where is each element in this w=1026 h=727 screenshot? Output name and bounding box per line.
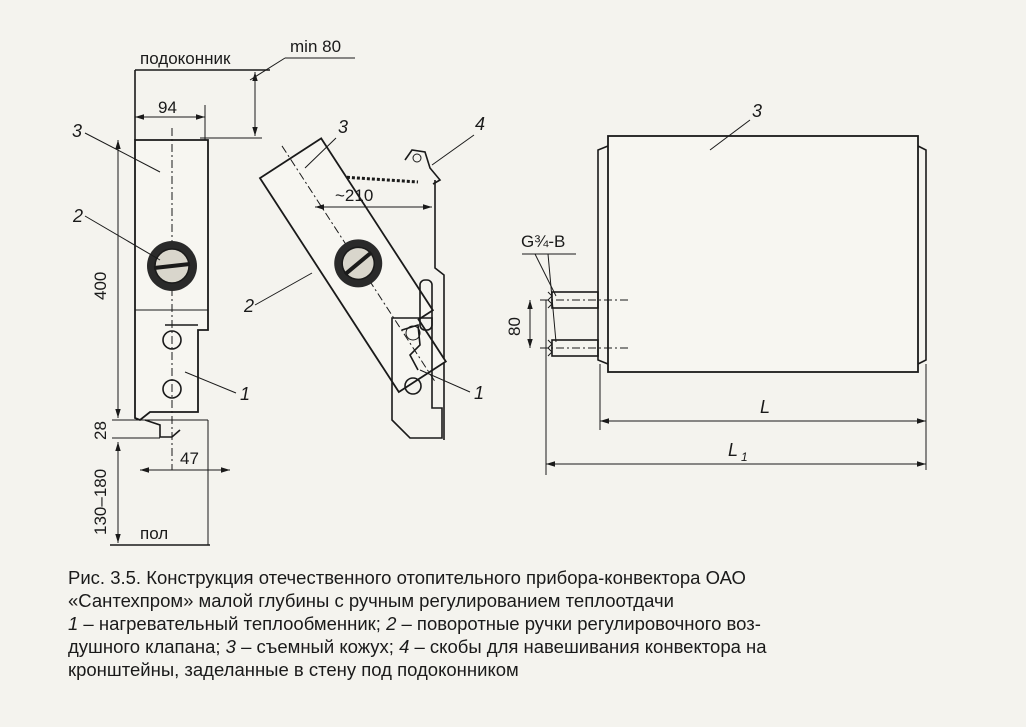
callout-1: 1 bbox=[474, 383, 484, 403]
callout-2: 2 bbox=[243, 296, 254, 316]
mounting-view: ~210 3 4 2 1 bbox=[243, 114, 485, 440]
figure-caption: Рис. 3.5. Конструкция отечественного ото… bbox=[68, 566, 968, 681]
min-gap-label: min 80 bbox=[290, 37, 341, 56]
caption-line: 1 – нагревательный теплообменник; 2 – по… bbox=[68, 613, 761, 634]
height-label: 400 bbox=[91, 272, 110, 300]
spring-clip bbox=[419, 279, 433, 331]
callout-3: 3 bbox=[72, 121, 82, 141]
offset-label: 47 bbox=[180, 449, 199, 468]
caption-line: кронштейны, заделанные в стену под подок… bbox=[68, 659, 519, 680]
callout-3: 3 bbox=[338, 117, 348, 137]
length-label: L bbox=[760, 397, 770, 417]
caption-line: Рис. 3.5. Конструкция отечественного ото… bbox=[68, 567, 746, 588]
floor-label: пол bbox=[140, 524, 168, 543]
front-view: G¾-B 80 L L 1 3 bbox=[505, 101, 927, 475]
overall-length-subscript: 1 bbox=[741, 450, 748, 464]
bottom-gap-label: 28 bbox=[91, 421, 110, 440]
callout-2: 2 bbox=[72, 206, 83, 226]
tube-icon bbox=[162, 379, 182, 399]
reach-label: ~210 bbox=[335, 186, 373, 205]
depth-label: 94 bbox=[158, 98, 177, 117]
convector-drawing: подоконник min 80 94 400 28 bbox=[72, 37, 927, 546]
floor-gap-label: 130–180 bbox=[91, 469, 110, 535]
overall-length-label: L bbox=[728, 440, 738, 460]
sill-label: подоконник bbox=[140, 49, 231, 68]
pipe-spacing-label: 80 bbox=[505, 317, 524, 336]
caption-line: душного клапана; 3 – съемный кожух; 4 – … bbox=[68, 636, 767, 657]
tube-icon bbox=[405, 325, 421, 341]
callout-4: 4 bbox=[475, 114, 485, 134]
wall-line bbox=[434, 180, 445, 440]
callout-1: 1 bbox=[240, 384, 250, 404]
callout-3: 3 bbox=[752, 101, 762, 121]
side-view: подоконник min 80 94 400 28 bbox=[72, 37, 355, 546]
front-casing bbox=[607, 135, 919, 373]
tube-icon bbox=[162, 330, 182, 350]
caption-line: «Сантехпром» малой глубины с ручным регу… bbox=[68, 590, 674, 611]
connection-label: G¾-B bbox=[521, 232, 565, 251]
heat-exchanger bbox=[391, 317, 443, 439]
bracket-icon bbox=[404, 149, 442, 185]
tube-icon bbox=[404, 377, 422, 395]
